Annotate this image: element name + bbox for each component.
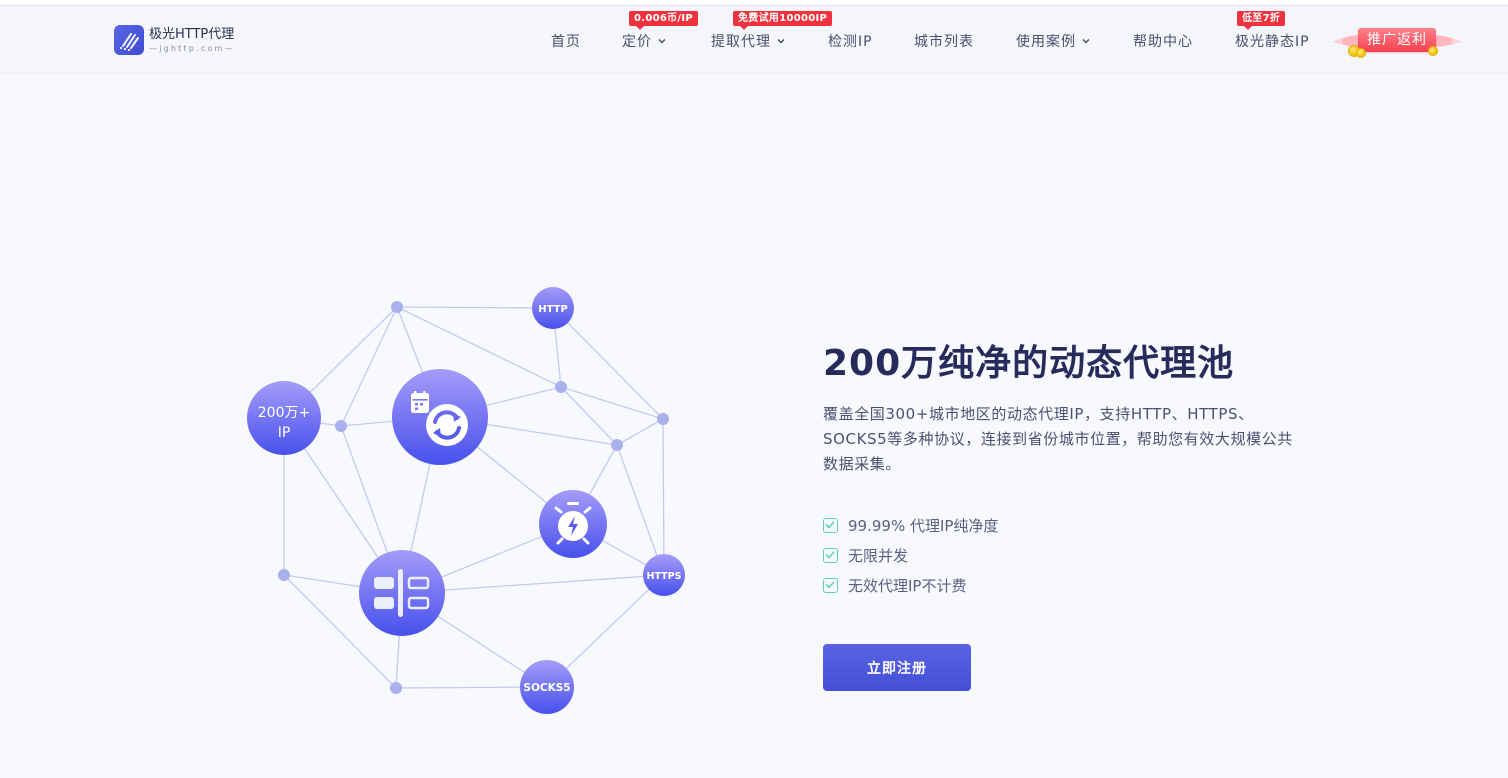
http-node: HTTP: [532, 287, 574, 329]
nav-check-ip-label: 检测IP: [828, 34, 873, 50]
socks5-node-label: SOCKS5: [523, 682, 570, 694]
ribbon-decoration-icon: [1332, 35, 1462, 47]
checkbox-checked-icon: [823, 547, 838, 563]
extract-badge: 免费试用10000IP: [733, 11, 833, 30]
chevron-down-icon: [658, 38, 666, 44]
nav-static-ip-label: 极光静态IP: [1235, 34, 1310, 50]
nav-use-cases-label: 使用案例: [1016, 34, 1076, 50]
nav-pricing[interactable]: 定价: [622, 31, 667, 51]
calendar-icon: [411, 391, 429, 413]
pricing-badge: 0.006币/IP: [629, 11, 699, 30]
feature-text: 99.99% 代理IP纯净度: [848, 516, 999, 535]
logo-icon: [114, 25, 144, 55]
coin-icon: [1428, 46, 1438, 56]
nav-city-list[interactable]: 城市列表: [914, 31, 974, 51]
coin-icon: [1356, 48, 1366, 58]
ip-rotation-node: [392, 369, 488, 465]
hero-title: 200万纯净的动态代理池: [823, 343, 1235, 384]
chevron-down-icon: [777, 38, 785, 44]
nav-help-label: 帮助中心: [1133, 34, 1193, 50]
nav-extract-proxy[interactable]: 提取代理: [711, 31, 786, 51]
refresh-icon: [426, 404, 468, 446]
referral-promo-button[interactable]: 推广返利: [1332, 24, 1462, 58]
http-node-label: HTTP: [538, 304, 568, 315]
checkbox-checked-icon: [823, 517, 838, 533]
proxy-network-illustration: HTTP 200万+ IP: [247, 287, 685, 714]
logo-domain: —jghttp.com—: [149, 43, 235, 53]
feature-item: 无限并发: [823, 540, 998, 570]
https-node: HTTPS: [643, 554, 685, 596]
dashboard-layout-node: [359, 550, 445, 636]
nav-home[interactable]: 首页: [551, 31, 581, 51]
nav-check-ip[interactable]: 检测IP: [828, 31, 873, 51]
feature-text: 无限并发: [848, 546, 909, 565]
feature-item: 无效代理IP不计费: [823, 570, 998, 600]
speed-timer-node: [539, 490, 607, 558]
ip-pool-line2: IP: [278, 425, 291, 441]
checkbox-checked-icon: [823, 577, 838, 593]
feature-text: 无效代理IP不计费: [848, 576, 967, 595]
nav-use-cases[interactable]: 使用案例: [1016, 31, 1091, 51]
nav-city-list-label: 城市列表: [914, 34, 974, 50]
register-now-button[interactable]: 立即注册: [823, 644, 971, 691]
nav-home-label: 首页: [551, 34, 581, 50]
network-edges: [283, 306, 665, 689]
stopwatch-icon: [554, 502, 592, 545]
ip-pool-node: 200万+ IP: [247, 381, 321, 455]
nav-extract-label: 提取代理: [711, 34, 771, 50]
site-header: 极光HTTP代理 —jghttp.com— 首页 0.006币/IP 定价 免费…: [0, 6, 1508, 74]
https-node-label: HTTPS: [647, 571, 682, 582]
layout-icon: [374, 569, 430, 617]
network-dots: [278, 301, 669, 694]
chevron-down-icon: [1082, 38, 1090, 44]
hero-description: 覆盖全国300+城市地区的动态代理IP，支持HTTP、HTTPS、SOCKS5等…: [823, 405, 1293, 473]
site-logo[interactable]: 极光HTTP代理 —jghttp.com—: [114, 25, 235, 55]
feature-item: 99.99% 代理IP纯净度: [823, 510, 998, 540]
nav-help-center[interactable]: 帮助中心: [1133, 31, 1193, 51]
referral-promo-label: 推广返利: [1358, 28, 1436, 52]
nav-static-ip[interactable]: 极光静态IP: [1235, 31, 1310, 51]
browser-top-strip: [0, 0, 1508, 6]
static-ip-badge: 低至7折: [1237, 11, 1286, 30]
ip-pool-line1: 200万+: [258, 405, 310, 421]
socks5-node: SOCKS5: [520, 660, 574, 714]
feature-list: 99.99% 代理IP纯净度 无限并发 无效代理IP不计费: [823, 510, 998, 600]
nav-pricing-label: 定价: [622, 34, 652, 50]
logo-title: 极光HTTP代理: [149, 26, 235, 42]
